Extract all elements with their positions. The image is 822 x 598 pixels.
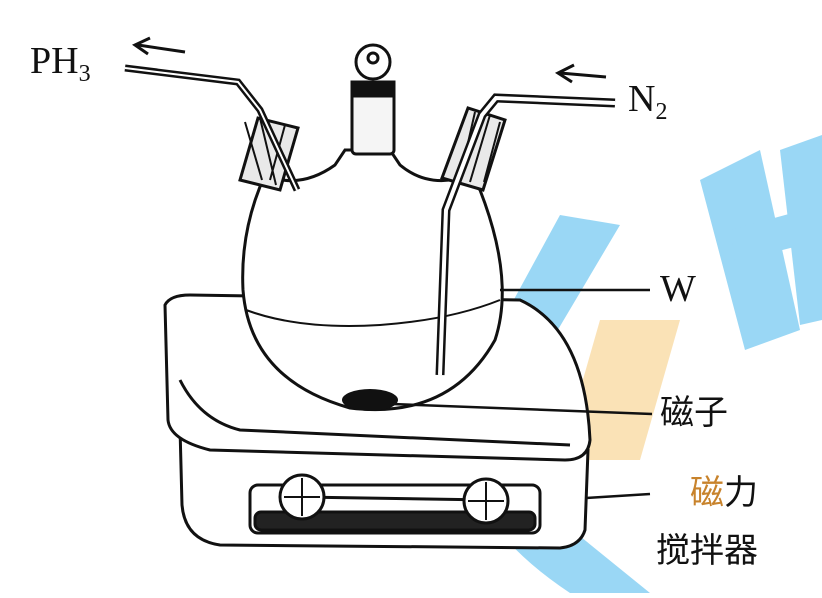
label-n2-main: N — [628, 78, 656, 120]
right-neck — [435, 93, 616, 376]
center-stopper — [350, 43, 396, 156]
arrow-left-icon — [131, 36, 186, 56]
leader-lines — [391, 288, 653, 500]
stirrer-panel-rod — [299, 495, 491, 502]
speed-knob[interactable] — [278, 473, 326, 521]
arrow-left-icon — [554, 63, 607, 84]
heat-knob[interactable] — [462, 477, 510, 525]
label-stirrer-line2: 搅拌器 — [656, 531, 758, 571]
stir-bar — [342, 389, 398, 411]
label-n2-subscript: 2 — [655, 99, 668, 125]
leader-line-stir-bar — [391, 402, 653, 416]
label-ph3-main: PH — [30, 40, 79, 82]
label-stirrer-char2: 力 — [724, 473, 758, 513]
left-neck — [124, 64, 301, 192]
watermark-blue-stroke-3 — [730, 205, 822, 262]
stirrer-panel-slot — [253, 510, 537, 532]
stirrer-top-rim — [178, 379, 571, 447]
label-ph3-subscript: 3 — [78, 61, 91, 87]
liquid-surface — [245, 299, 501, 327]
label-w: W — [660, 268, 696, 310]
label-ph3: PH3 — [30, 42, 91, 86]
leader-line-stirrer — [585, 492, 651, 500]
label-stirrer-char1: 磁 — [690, 473, 724, 513]
label-stirrer-line1: 磁力 — [690, 476, 758, 510]
label-stir-bar: 磁子 — [660, 393, 728, 433]
label-n2: N2 — [628, 80, 667, 124]
